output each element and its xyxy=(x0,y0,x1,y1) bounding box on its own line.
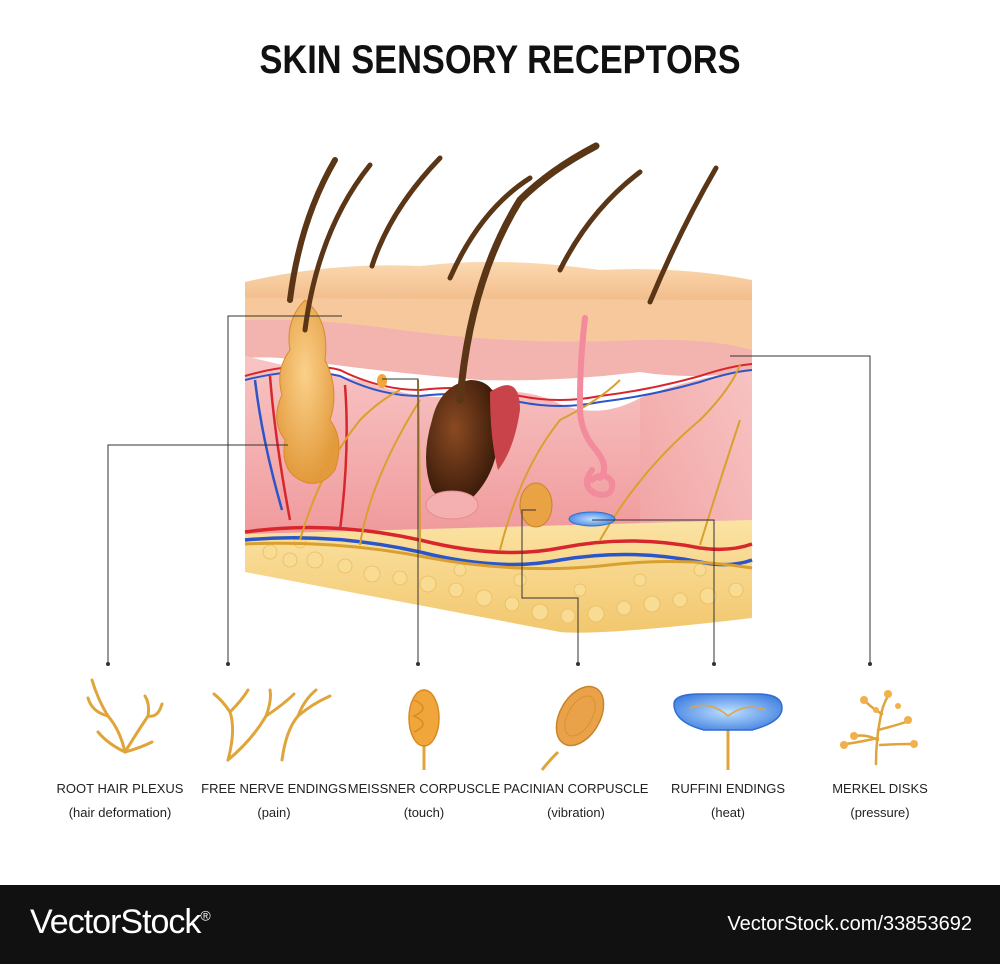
label-merkel-disks: MERKEL DISKS (pressure) xyxy=(795,777,965,825)
sebaceous-gland xyxy=(276,299,340,484)
label-meissner-corpuscle: MEISSNER CORPUSCLE (touch) xyxy=(339,777,509,825)
receptor-function: (heat) xyxy=(711,805,745,820)
page-title: SKIN SENSORY RECEPTORS xyxy=(259,38,741,82)
merkel-disk-dots xyxy=(840,690,918,749)
image-url: VectorStock.com/33853692 xyxy=(727,913,972,935)
hair-follicle xyxy=(425,380,520,520)
receptor-name: FREE NERVE ENDINGS xyxy=(201,781,347,796)
receptor-function: (pain) xyxy=(257,805,291,820)
brand-name: VectorStock xyxy=(30,903,201,941)
label-ruffini-endings: RUFFINI ENDINGS (heat) xyxy=(643,777,813,825)
receptor-name: MERKEL DISKS xyxy=(832,781,928,796)
receptor-name: MEISSNER CORPUSCLE xyxy=(347,781,501,796)
hair-strands xyxy=(287,142,719,404)
brand-logo: VectorStock® xyxy=(30,903,211,942)
receptor-function: (pressure) xyxy=(850,805,910,820)
pacinian-corpuscle-icon xyxy=(540,685,605,771)
skin-cross-section-diagram xyxy=(86,142,918,771)
pacinian-corpuscle-in-skin xyxy=(519,482,553,528)
meissner-corpuscle-icon xyxy=(408,689,440,770)
epidermis-top-face xyxy=(245,261,752,300)
receptor-name: PACINIAN CORPUSCLE xyxy=(503,781,649,796)
label-free-nerve-endings: FREE NERVE ENDINGS (pain) xyxy=(189,777,359,825)
leader-dots xyxy=(106,662,872,666)
leader-lines xyxy=(107,315,871,664)
receptor-function: (touch) xyxy=(403,805,445,820)
epidermis-layer xyxy=(245,298,752,381)
receptor-name: RUFFINI ENDINGS xyxy=(670,781,786,796)
free-nerve-endings-icon xyxy=(212,688,332,762)
label-root-hair-plexus: ROOT HAIR PLEXUS (hair deformation) xyxy=(35,777,205,825)
ruffini-ending-in-skin xyxy=(568,511,616,527)
blood-vessels xyxy=(244,363,753,571)
merkel-disks-icon xyxy=(844,694,914,766)
receptor-function: (vibration) xyxy=(547,805,605,820)
root-hair-plexus-icon xyxy=(86,678,164,754)
receptor-function: (hair deformation) xyxy=(68,805,172,820)
brand-registered-mark: ® xyxy=(200,907,210,924)
receptor-name: ROOT HAIR PLEXUS xyxy=(56,781,184,796)
meissner-corpuscle-in-skin xyxy=(377,374,387,388)
label-pacinian-corpuscle: PACINIAN CORPUSCLE (vibration) xyxy=(491,777,661,825)
ruffini-endings-icon xyxy=(673,693,783,770)
sweat-gland xyxy=(576,315,616,498)
footer-bar: VectorStock® VectorStock.com/33853692 xyxy=(0,885,1000,964)
